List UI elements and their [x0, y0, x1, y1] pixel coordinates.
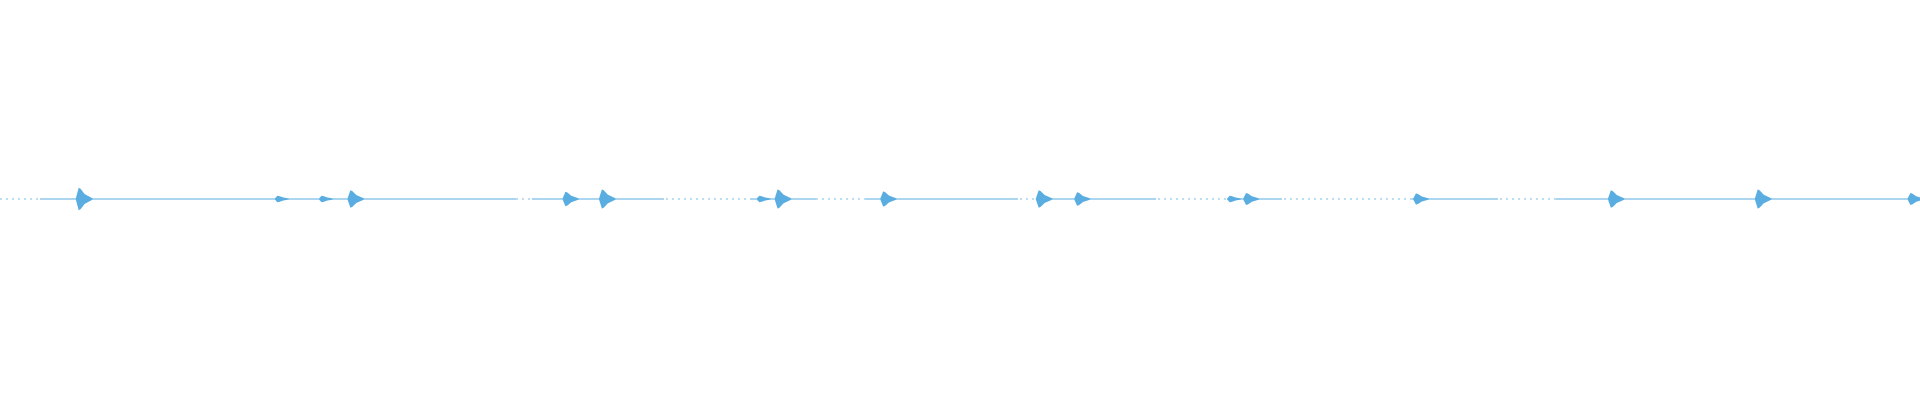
waveform-peak: [1754, 189, 1773, 209]
waveform-peak: [274, 195, 293, 203]
waveform-peak: [1243, 193, 1262, 205]
waveform-peak: [774, 189, 793, 209]
waveform-peak: [1226, 195, 1245, 203]
waveform-layer: [0, 187, 1920, 211]
waveform-peak: [1907, 193, 1920, 205]
waveform-peak: [1035, 190, 1054, 208]
waveform-peak: [75, 187, 94, 211]
waveform-peak: [756, 195, 775, 203]
waveform-peak: [1412, 193, 1431, 205]
waveform-peak: [347, 190, 366, 208]
waveform-peak: [318, 195, 337, 203]
waveform-peak: [1074, 192, 1093, 206]
waveform-peak: [1607, 190, 1626, 208]
waveform-peak: [880, 191, 899, 207]
waveform-peak: [562, 191, 581, 207]
waveform-peak: [598, 189, 617, 209]
